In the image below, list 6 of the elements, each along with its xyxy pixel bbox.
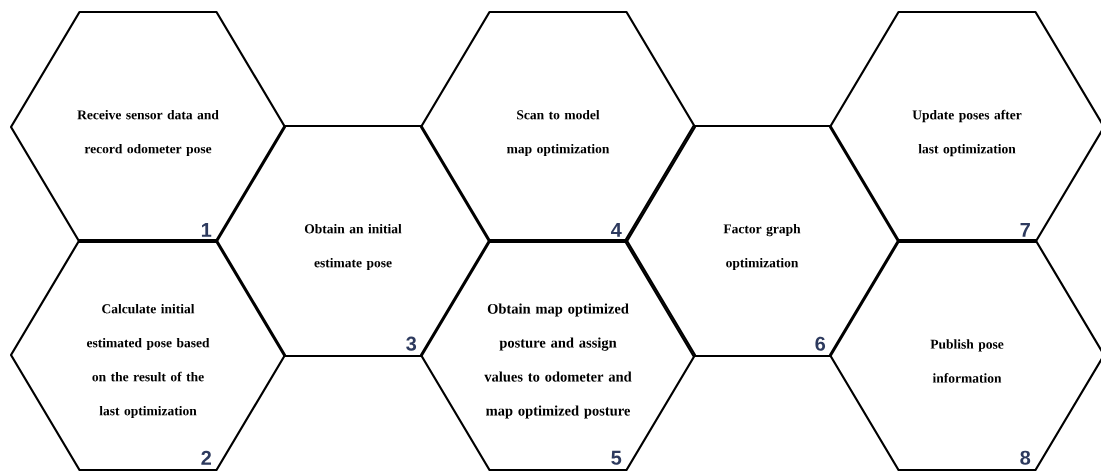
hexagon: Scan to model map optimization 4 xyxy=(419,10,697,244)
hexagon: Publish pose information 8 xyxy=(828,238,1101,472)
hexagon: Obtain map optimized posture and assign values to odometer and map optimized posture 5 xyxy=(419,238,697,472)
hexagon: Update poses after last optimization 7 xyxy=(828,10,1101,244)
hexagon: Calculate initial estimated pose based on the result of the last optimization 2 xyxy=(9,238,287,472)
hexagon: Receive sensor data and record odometer pose 1 xyxy=(9,10,287,244)
